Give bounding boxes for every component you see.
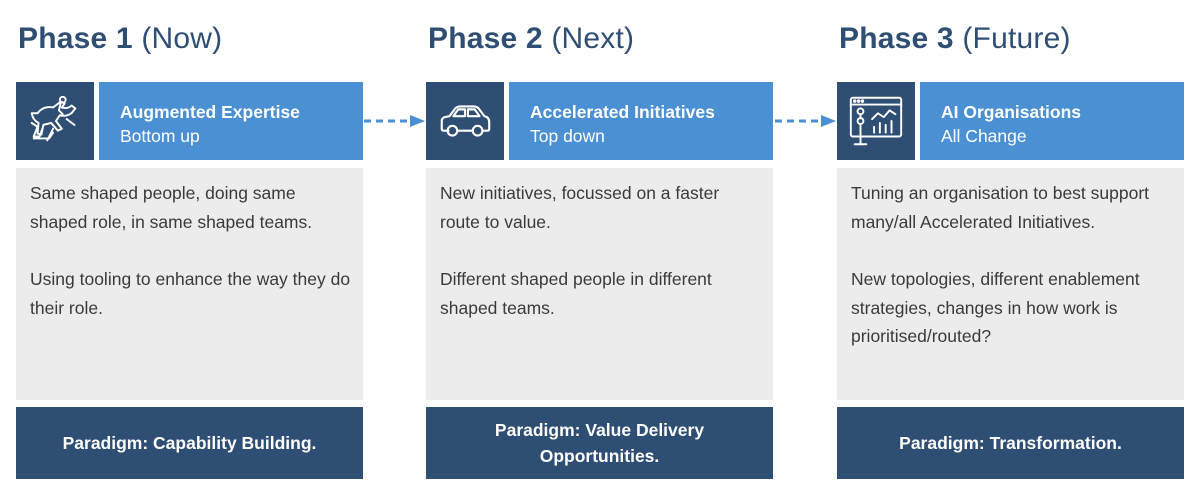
paradigm-label: Paradigm: Capability Building. <box>62 433 317 453</box>
phase-timing: (Future) <box>962 22 1071 55</box>
phase-icon-box <box>837 82 915 160</box>
dashboard-icon <box>849 96 903 146</box>
phase-timing: (Next) <box>551 22 635 55</box>
paradigm-box: Paradigm: Value Delivery Opportunities. <box>426 407 773 479</box>
phase-heading: Augmented Expertise <box>120 102 300 122</box>
description-paragraph: Same shaped people, doing same shaped ro… <box>30 183 313 232</box>
phase-description: New initiatives, focussed on a faster ro… <box>426 168 773 400</box>
car-icon <box>440 105 491 137</box>
phase-description: Same shaped people, doing same shaped ro… <box>16 168 363 400</box>
phase-timing: (Now) <box>141 22 223 55</box>
phase-icon-box <box>16 82 94 160</box>
phase-column-3: Phase 3 (Future) AI Organisations All Ch… <box>837 0 1184 495</box>
paradigm-box: Paradigm: Capability Building. <box>16 407 363 479</box>
phase-title: Phase 2 (Next) <box>428 22 634 56</box>
phase-column-2: Phase 2 (Next) Accelerated Initiatives T… <box>426 0 773 495</box>
phase-number: Phase 2 <box>428 22 543 55</box>
phase-number: Phase 1 <box>18 22 133 55</box>
description-paragraph: New initiatives, focussed on a faster ro… <box>440 183 720 232</box>
phase-number: Phase 3 <box>839 22 954 55</box>
dashed-arrow-icon <box>364 115 425 127</box>
phase-header-box: AI Organisations All Change <box>920 82 1184 160</box>
phase-heading: Accelerated Initiatives <box>530 102 715 122</box>
phase-header-box: Accelerated Initiatives Top down <box>509 82 773 160</box>
paradigm-label: Paradigm: Value Delivery Opportunities. <box>494 420 705 466</box>
description-paragraph: Using tooling to enhance the way they do… <box>30 269 351 318</box>
paradigm-box: Paradigm: Transformation. <box>837 407 1184 479</box>
phase-icon-box <box>426 82 504 160</box>
phase-title: Phase 1 (Now) <box>18 22 222 56</box>
description-paragraph: New topologies, different enablement str… <box>851 269 1140 346</box>
phase-column-1: Phase 1 (Now) Augmented Expertise Bottom… <box>16 0 363 495</box>
description-paragraph: Different shaped people in different sha… <box>440 269 712 318</box>
phase-title: Phase 3 (Future) <box>839 22 1071 56</box>
horse-rider-icon <box>30 95 77 142</box>
phase-heading: AI Organisations <box>941 102 1082 122</box>
phase-subheading: Bottom up <box>120 126 200 146</box>
paradigm-label: Paradigm: Transformation. <box>899 433 1122 453</box>
description-paragraph: Tuning an organisation to best support m… <box>851 183 1150 232</box>
phase-header-box: Augmented Expertise Bottom up <box>99 82 363 160</box>
phase-subheading: Top down <box>530 126 605 146</box>
dashed-arrow-icon <box>775 115 836 127</box>
phase-description: Tuning an organisation to best support m… <box>837 168 1184 400</box>
phase-subheading: All Change <box>941 126 1027 146</box>
